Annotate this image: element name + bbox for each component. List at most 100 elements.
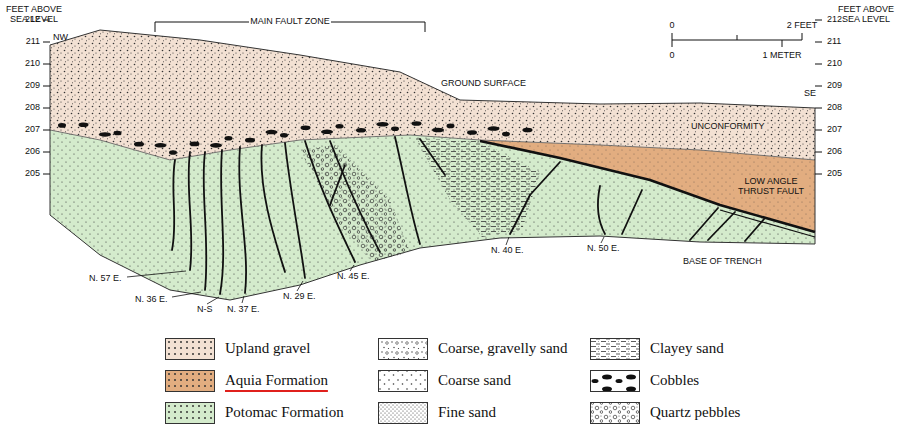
fault-line bbox=[305, 141, 355, 262]
fault-line bbox=[510, 195, 530, 234]
strike-label: N-S bbox=[196, 304, 214, 314]
fault-line bbox=[261, 145, 285, 272]
cobble bbox=[210, 143, 222, 148]
legend-swatch-texture bbox=[165, 402, 215, 424]
tick-mark bbox=[815, 174, 822, 175]
fault-line bbox=[239, 147, 246, 293]
legend-swatch bbox=[591, 371, 640, 392]
legend-swatch-texture bbox=[165, 338, 215, 360]
elevation-value: 210 bbox=[826, 58, 843, 68]
cobble bbox=[114, 131, 122, 136]
scale-value: 1 METER bbox=[761, 50, 802, 60]
elevation-value: 211 bbox=[25, 36, 41, 46]
direction-label: NW bbox=[52, 32, 69, 42]
legend-text: Coarse sand bbox=[438, 371, 511, 389]
elevation-value: 206 bbox=[826, 146, 843, 156]
cobble bbox=[502, 132, 510, 137]
legend-swatch bbox=[379, 403, 428, 424]
legend-swatch bbox=[591, 403, 640, 424]
cobble bbox=[377, 122, 389, 127]
zone-label: MAIN FAULT ZONE bbox=[249, 16, 331, 26]
legend-swatch bbox=[379, 339, 428, 360]
elevation-value: 212 bbox=[24, 14, 41, 24]
legend-text: Upland gravel bbox=[225, 339, 310, 357]
elevation-ticks bbox=[43, 20, 822, 174]
tick-mark bbox=[815, 86, 822, 87]
cobble bbox=[321, 129, 333, 134]
tick-mark bbox=[43, 174, 50, 175]
fault-line bbox=[285, 143, 305, 278]
trench-label: BASE OF TRENCH bbox=[682, 256, 763, 266]
fault-line bbox=[622, 190, 642, 234]
cobble bbox=[79, 122, 89, 127]
scale-value: 2 FEET bbox=[786, 20, 819, 30]
cobble bbox=[266, 130, 278, 135]
cobble bbox=[336, 124, 344, 129]
cobble bbox=[447, 124, 455, 129]
fault-line bbox=[420, 139, 445, 175]
fault-line bbox=[172, 160, 175, 250]
fault-line bbox=[530, 162, 560, 195]
fault-line bbox=[598, 186, 605, 234]
tick-mark bbox=[815, 108, 822, 109]
cobble bbox=[301, 125, 311, 130]
cobble bbox=[432, 128, 444, 133]
fault-line bbox=[220, 150, 223, 294]
strike-label: N. 37 E. bbox=[226, 304, 261, 314]
cobble bbox=[245, 138, 255, 143]
quartz-pebble-zone bbox=[300, 145, 410, 262]
cobble bbox=[523, 128, 533, 133]
cobble-layer bbox=[58, 121, 533, 155]
unconformity-label: UNCONFORMITY bbox=[690, 121, 766, 131]
clayey-sand-zone bbox=[415, 138, 540, 237]
cobble bbox=[134, 142, 144, 147]
strike-label: N. 29 E. bbox=[282, 291, 317, 301]
tick-mark bbox=[815, 130, 822, 131]
fault-line bbox=[204, 152, 207, 290]
fault-label: LOW ANGLE THRUST FAULT bbox=[734, 176, 808, 197]
fault-line bbox=[330, 165, 345, 205]
fault-line bbox=[330, 141, 380, 252]
legend-swatch-pattern bbox=[591, 403, 639, 423]
fault-line bbox=[395, 137, 420, 244]
legend-pattern-swatches bbox=[379, 339, 640, 424]
tick-mark bbox=[43, 130, 50, 131]
fault-lines bbox=[172, 137, 765, 294]
cobble bbox=[225, 136, 233, 141]
ground-surface-line bbox=[50, 30, 815, 108]
red-underline bbox=[225, 390, 328, 392]
cobble bbox=[488, 126, 500, 131]
legend-text: Quartz pebbles bbox=[650, 403, 740, 421]
cobble bbox=[190, 142, 200, 147]
strike-label: N. 57 E. bbox=[88, 273, 123, 283]
elevation-value: 207 bbox=[826, 124, 843, 134]
cobble bbox=[169, 150, 177, 155]
direction-label: SE bbox=[803, 88, 817, 98]
legend-swatch-pattern bbox=[379, 339, 427, 359]
strike-label: N. 50 E. bbox=[586, 243, 621, 253]
elevation-value: 209 bbox=[826, 80, 843, 90]
elevation-value: 210 bbox=[24, 58, 41, 68]
legend-swatch bbox=[591, 339, 640, 360]
legend-text: Fine sand bbox=[438, 403, 496, 421]
thrust-fault-line bbox=[720, 210, 815, 237]
elevation-value: 207 bbox=[24, 124, 41, 134]
cobble bbox=[467, 130, 477, 135]
tick-mark bbox=[815, 42, 822, 43]
elevation-value: 208 bbox=[826, 102, 843, 112]
tick-mark bbox=[43, 152, 50, 153]
upland-gravel bbox=[50, 30, 815, 160]
tick-mark bbox=[815, 152, 822, 153]
legend-swatch-texture bbox=[165, 370, 215, 392]
elevation-value: 205 bbox=[24, 168, 41, 178]
elevation-value: 208 bbox=[24, 102, 41, 112]
tick-mark bbox=[43, 64, 50, 65]
cobble bbox=[58, 123, 66, 128]
tick-mark bbox=[43, 42, 50, 43]
cobble bbox=[391, 126, 399, 131]
elevation-value: 209 bbox=[24, 80, 41, 90]
elevation-value: 206 bbox=[24, 146, 41, 156]
legend-text: Coarse, gravelly sand bbox=[438, 339, 568, 357]
cobble bbox=[280, 133, 288, 138]
